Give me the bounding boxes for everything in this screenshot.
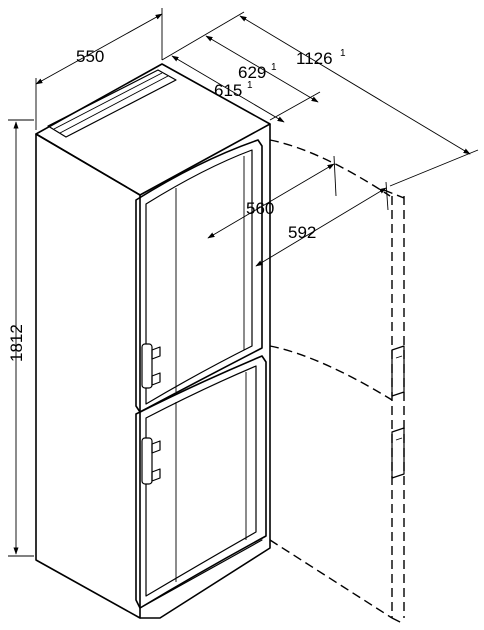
fridge-side-face — [35, 133, 141, 619]
open-door-bottom-edge — [391, 617, 405, 625]
fridge-body — [35, 63, 271, 619]
dim-592-label: 592 — [288, 223, 316, 242]
dim-615-label: 615 — [214, 81, 242, 100]
open-door-hinge-icon — [391, 427, 405, 479]
upper-door-handle[interactable] — [141, 343, 161, 389]
upper-door — [135, 139, 263, 413]
dimension-width: 550 — [35, 8, 163, 130]
lower-door-outline — [135, 355, 267, 609]
open-door-mid-arc — [269, 345, 393, 401]
dim-629-label: 629 — [238, 63, 266, 82]
open-door-hinge-line — [395, 437, 403, 441]
open-door-hinge-icon — [391, 345, 405, 397]
lower-door-inner — [145, 365, 257, 597]
upper-door-inner — [145, 149, 253, 405]
dim-560-label: 560 — [246, 199, 274, 218]
top-vent — [47, 69, 177, 138]
open-door-bottom-arc — [269, 539, 393, 619]
dimension-inner: 560 592 — [207, 155, 389, 267]
dimension-height: 1812 — [7, 119, 34, 557]
fridge-base — [140, 540, 271, 619]
upper-door-outline — [135, 139, 263, 413]
top-vent-line — [59, 75, 169, 134]
lower-door-handle[interactable] — [141, 437, 161, 485]
open-door-hinge-line — [395, 355, 403, 359]
open-door-top-arc — [269, 139, 391, 197]
dim-1126-note: 1 — [340, 48, 346, 59]
dim-1126-label: 1126 — [296, 49, 333, 68]
top-vent-line — [53, 72, 163, 130]
dim-615-note: 1 — [247, 80, 253, 91]
open-door-top-edge — [383, 189, 405, 199]
dimension-depths: 629 1 615 1 1126 1 — [161, 11, 479, 187]
dim-629-note: 1 — [271, 62, 277, 73]
dim-height-label: 1812 — [7, 324, 26, 362]
lower-door — [135, 355, 267, 609]
dim-width-label: 550 — [76, 47, 104, 66]
open-door-outline — [269, 139, 405, 625]
